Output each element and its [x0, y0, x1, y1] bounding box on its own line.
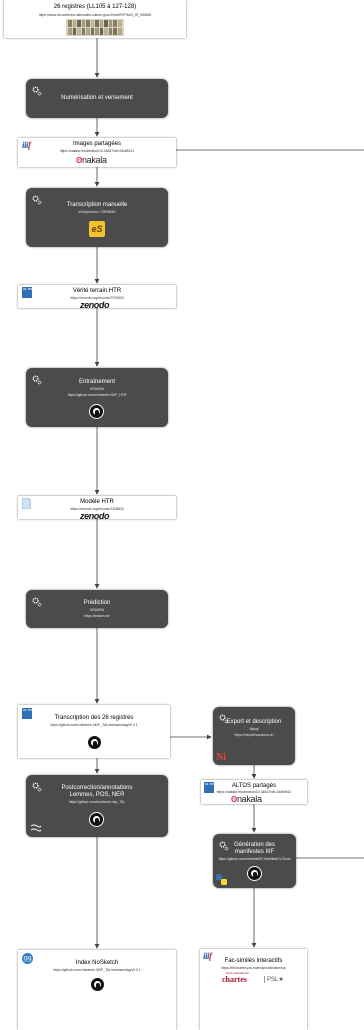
images-title: Images partagées	[72, 141, 122, 147]
numerisation-title: Numérisation et versement	[61, 95, 133, 101]
github-icon	[248, 867, 261, 880]
fac-similes-title: Fac-similés interactifs	[224, 958, 283, 964]
wave-icon	[30, 824, 42, 832]
quote-icon: 99	[22, 953, 33, 964]
gear-icon	[32, 86, 42, 96]
github-icon	[88, 736, 101, 749]
node-fac-similes: iiif Fac-similés interactifs https://iii…	[200, 949, 307, 1030]
postcorrection-title: Postcorrection/annotations	[61, 785, 133, 791]
chartes-logo: chartes	[222, 975, 247, 984]
export-title: Export et description	[226, 719, 282, 725]
alto-icon: AL TO	[204, 782, 214, 793]
alto-icon: AL TO	[22, 708, 32, 719]
prediction-url[interactable]: https://kraken.re/	[84, 614, 110, 618]
entrainement-url[interactable]: https://github.com/chartes/e-NDP_HTR	[67, 393, 127, 397]
registres-url[interactable]: https://www.siv.archives-nationales.cult…	[38, 13, 152, 17]
images-url[interactable]: https://nakala.fr/collection/10.34847/nk…	[59, 149, 135, 153]
nakala-logo: ʘnakala	[76, 155, 107, 165]
node-generation-manifestes: Génération des manifestes IIIF https://g…	[213, 834, 296, 888]
nakala-logo: ʘnakala	[231, 794, 262, 804]
gear-icon	[32, 375, 42, 385]
entrainement-sub: KRAKEN	[90, 387, 104, 391]
node-postcorrection: Postcorrection/annotations Lemmes, POS, …	[26, 775, 168, 837]
node-transcription-registres: AL TO Transcription des 26 registres htt…	[18, 705, 170, 758]
iiif-icon: iiif	[203, 951, 212, 961]
gear-icon	[219, 841, 229, 851]
altos-url[interactable]: https://nakala.fr/collection/10.34847/nk…	[216, 790, 292, 794]
iiif-icon: iiif	[22, 140, 31, 150]
node-index-nosketch: 99 Index NoSketch https://github.com/cha…	[18, 950, 176, 1030]
index-url[interactable]: https://github.com/chartes/e-NDP_TAL/rel…	[53, 968, 141, 972]
fac-similes-url[interactable]: https://iiif.chartes.psl.eu/endp/collect…	[221, 966, 286, 970]
index-title: Index NoSketch	[75, 960, 119, 966]
node-registres: 26 registres (LL105 à 127-128) https://w…	[4, 0, 186, 38]
node-entrainement: Entraînement KRAKEN https://github.com/c…	[26, 368, 168, 427]
transcription-registres-url[interactable]: https://github.com/chartes/e-NDP_TAL/rel…	[50, 723, 138, 727]
node-verite-terrain: AL TO Vérité terrain HTR https://zenodo.…	[18, 285, 176, 310]
registres-title: 26 registres (LL105 à 127-128)	[53, 4, 137, 10]
gear-icon	[32, 782, 42, 792]
modele-url[interactable]: https://zenodo.org/records/7408833	[70, 507, 124, 511]
gear-icon	[32, 195, 42, 205]
mysql-logo: Ni	[216, 752, 226, 763]
psl-logo: PSL★	[264, 976, 284, 983]
zenodo-logo: zenodo	[80, 511, 110, 521]
entrainement-title: Entraînement	[78, 379, 116, 385]
gear-icon	[32, 597, 42, 607]
zenodo-logo: zenodo	[80, 300, 110, 310]
node-numerisation: Numérisation et versement	[26, 79, 168, 118]
alto-icon: AL TO	[22, 287, 32, 298]
export-sub: Mysql	[249, 727, 259, 731]
node-transcription-manuelle: Transcription manuelle eScriptorium / CR…	[26, 188, 168, 247]
prediction-title: Prédiction	[83, 600, 111, 606]
generation-title: Génération des	[233, 842, 276, 848]
archive-shelves-image	[66, 19, 124, 36]
transcription-manuelle-title: Transcription manuelle	[66, 202, 128, 208]
verite-title: Vérité terrain HTR	[72, 288, 122, 294]
file-icon	[22, 498, 31, 509]
node-images-partagees: iiif Images partagées https://nakala.fr/…	[18, 138, 176, 167]
node-modele-htr: Modèle HTR https://zenodo.org/records/74…	[18, 496, 176, 521]
chartes-logo-sub: École nationale des	[226, 972, 249, 975]
github-icon	[91, 978, 104, 991]
github-icon	[90, 405, 103, 418]
python-icon	[216, 874, 227, 885]
svg-text:99: 99	[24, 955, 32, 964]
generation-url[interactable]: https://github.com/chartes/IIIF-Manifest…	[218, 857, 291, 861]
transcription-manuelle-sub: eScriptorium / CREMMA	[78, 210, 116, 214]
generation-title-2: manifestes IIIF	[234, 849, 275, 855]
transcription-registres-title: Transcription des 26 registres	[54, 715, 134, 721]
node-prediction: Prédiction KRAKEN https://kraken.re/	[26, 590, 168, 628]
prediction-sub: KRAKEN	[90, 608, 104, 612]
altos-title: ALTOS partagés	[231, 783, 277, 789]
gear-icon	[219, 714, 229, 724]
postcorrection-url[interactable]: https://github.com/chartes/e-ndp_TAL	[68, 800, 126, 804]
github-icon	[90, 813, 103, 826]
verite-url[interactable]: https://zenodo.org/records/7575603	[70, 296, 124, 300]
postcorrection-title-2: Lemmes, POS, NER	[69, 792, 125, 798]
export-url[interactable]: https://myndl.humanum.fr/	[234, 733, 274, 737]
node-altos-partages: AL TO ALTOS partagés https://nakala.fr/c…	[201, 780, 307, 804]
escriptorium-logo: eS	[89, 221, 105, 237]
node-export-description: Export et description Mysql https://mynd…	[213, 707, 295, 765]
modele-title: Modèle HTR	[80, 499, 114, 505]
